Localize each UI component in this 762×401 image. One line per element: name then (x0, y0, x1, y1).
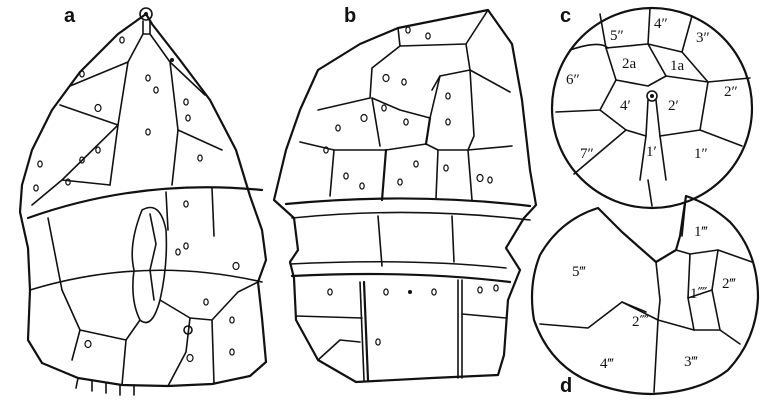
plate-label-1a: 1a (670, 58, 685, 74)
plate-label-5ppp: 5‴ (572, 264, 587, 280)
plate-label-2pppp: 2⁗ (632, 314, 650, 330)
plate-label-1pp: 1″ (694, 146, 708, 162)
panel-b-pores (324, 27, 498, 345)
panel-letter-b: b (344, 5, 356, 27)
panel-d-plate-labels: 1‴ 5‴ 2‴ 1⁗ 2⁗ 4‴ 3‴ (572, 224, 737, 372)
plate-label-2p: 2′ (668, 98, 679, 114)
plate-label-4ppp: 4‴ (600, 356, 615, 372)
plate-label-1p: 1′ (646, 144, 657, 160)
panel-a-outline (20, 14, 266, 386)
plate-label-1ppp: 1‴ (694, 224, 709, 240)
panel-d-outline (532, 196, 758, 394)
plate-label-3ppp: 3‴ (684, 354, 699, 370)
panel-c-drawing (552, 8, 752, 208)
panel-letter-d: d (560, 375, 572, 397)
plate-label-5pp: 5″ (610, 28, 624, 44)
plate-label-4p: 4′ (620, 98, 631, 114)
plate-label-2pp: 2″ (724, 84, 738, 100)
panel-b-drawing (274, 10, 536, 382)
plate-label-6pp: 6″ (566, 72, 580, 88)
panel-c-plate-labels: 5″ 4″ 3″ 2a 1a 6″ 2″ 4′ 2′ 7″ 1′ 1″ (566, 16, 738, 162)
plate-label-7pp: 7″ (580, 146, 594, 162)
panel-b-outline (274, 10, 536, 382)
plate-label-4pp: 4″ (654, 16, 668, 32)
plate-label-1pppp: 1⁗ (690, 286, 708, 302)
panel-c-outline (552, 8, 752, 208)
plate-label-2ppp: 2‴ (722, 276, 737, 292)
panel-a-drawing (20, 8, 266, 395)
plate-label-3pp: 3″ (696, 30, 710, 46)
panel-letter-c: c (560, 5, 571, 27)
panel-d-drawing (532, 196, 758, 394)
plate-label-2a: 2a (622, 56, 637, 72)
panel-letter-a: a (64, 5, 76, 27)
